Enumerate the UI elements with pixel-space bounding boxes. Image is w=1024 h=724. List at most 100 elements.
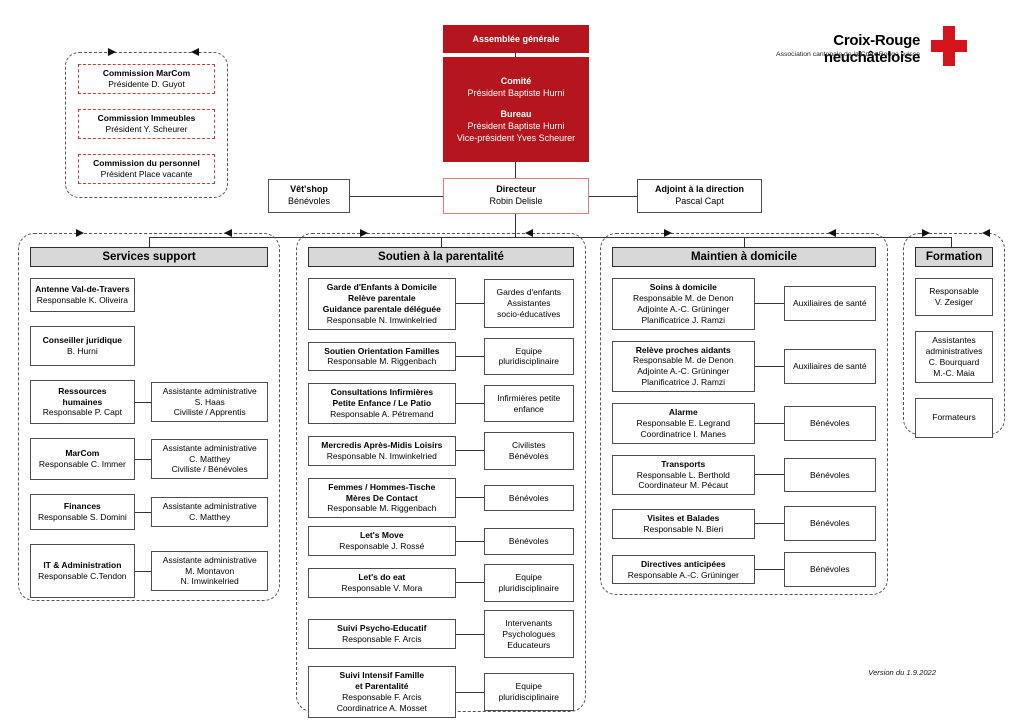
connector-line	[455, 303, 484, 305]
connector-line	[134, 570, 152, 572]
text-line: C. Matthey	[189, 512, 231, 522]
text-line: Educateurs	[507, 639, 551, 650]
vetshop-box: Vêt'shop Bénévoles	[268, 179, 350, 213]
unit-box: Formateurs	[915, 397, 993, 438]
logo-title: Croix-Rouge neuchâteloise	[823, 32, 920, 66]
text-line: Responsable M. Riggenbach	[327, 356, 437, 367]
text-line: Soins à domicile	[649, 282, 717, 292]
text-line: Equipe	[515, 572, 543, 582]
text-line: socio-éducatives	[497, 309, 561, 320]
red-cross-icon	[931, 26, 967, 66]
text-line: Responsable L. Berthold	[636, 469, 730, 480]
text-line: Petite Enfance / Le Patio	[332, 398, 432, 409]
staff-box: Auxiliaires de santé	[783, 348, 876, 384]
text-line: Equipe	[515, 345, 543, 356]
directeur-title: Directeur	[496, 184, 536, 195]
text-line: M.-C. Maia	[933, 367, 975, 378]
text-line: Planificatrice J. Ramzi	[641, 377, 726, 388]
logo-subtitle: Association cantonale de la Croix-Rouge …	[776, 51, 920, 58]
column-header: Services support	[30, 247, 268, 267]
text-line: Alarme	[668, 407, 698, 417]
connector-line	[149, 237, 952, 238]
text-line: Assistante administrative	[162, 554, 257, 565]
directeur-name: Robin Delisle	[489, 196, 543, 206]
text-line: Ressources	[58, 385, 107, 396]
connector-line	[754, 303, 784, 305]
staff-box: Bénévoles	[783, 552, 876, 587]
text-line: Responsable S. Domini	[37, 512, 127, 522]
text-line: Intervenants	[505, 617, 553, 628]
text-line: Bénévoles	[809, 417, 850, 428]
bureau-vice-president: Vice-président Yves Scheurer	[456, 133, 576, 144]
text-line: Assistante administrative	[162, 442, 257, 453]
text-line: IT & Administration	[43, 560, 122, 571]
text-line: pluridisciplinaire	[498, 692, 560, 703]
text-line: Relève proches aidants	[635, 344, 731, 355]
text-line: Gardes d'enfants	[496, 287, 562, 298]
text-line: Présidente D. Guyot	[108, 79, 185, 90]
flow-arrow-right-icon	[922, 229, 930, 237]
text-line: Responsable N. Bieri	[643, 523, 724, 534]
flow-arrow-right-icon	[108, 48, 116, 56]
connector-line	[455, 497, 484, 499]
connector-line	[754, 365, 784, 367]
text-line: Président Y. Scheurer	[105, 124, 188, 135]
comite-title: Comité	[500, 75, 532, 86]
text-line: Let's do eat	[358, 572, 406, 582]
staff-box: Bénévoles	[783, 405, 876, 441]
connector-line	[754, 523, 784, 525]
text-line: B. Hurni	[67, 346, 98, 356]
text-line: C. Bourquard	[928, 356, 980, 367]
text-line: pluridisciplinaire	[498, 356, 560, 367]
text-line: Mères De Contact	[345, 492, 418, 503]
connector-line	[515, 53, 516, 58]
text-line: Commission MarCom	[102, 68, 191, 78]
column-header: Maintien à domicile	[612, 247, 876, 267]
text-line: Assistantes	[932, 335, 976, 345]
version-label: Version du 1.9.2022	[868, 668, 936, 677]
text-line: Responsable M. de Denon	[632, 292, 734, 303]
text-line: Bénévoles	[508, 492, 549, 503]
text-line: Responsable	[929, 286, 979, 297]
text-line: Garde d'Enfants à Domicile	[326, 282, 437, 292]
connector-line	[515, 162, 516, 178]
text-line: Responsable M. de Denon	[632, 355, 734, 366]
text-line: Coordinateur M. Pécaut	[638, 480, 729, 491]
red-cross-horizontal-bar	[931, 40, 967, 52]
text-line: Bénévoles	[508, 450, 549, 461]
adjoint-title: Adjoint à la direction	[654, 184, 744, 195]
text-line: Bénévoles	[809, 518, 850, 529]
text-line: Commission du personnel	[93, 158, 200, 169]
text-line: Responsable F. Arcis	[342, 692, 422, 703]
text-line: Mercredis Après-Midis Loisirs	[321, 439, 443, 450]
